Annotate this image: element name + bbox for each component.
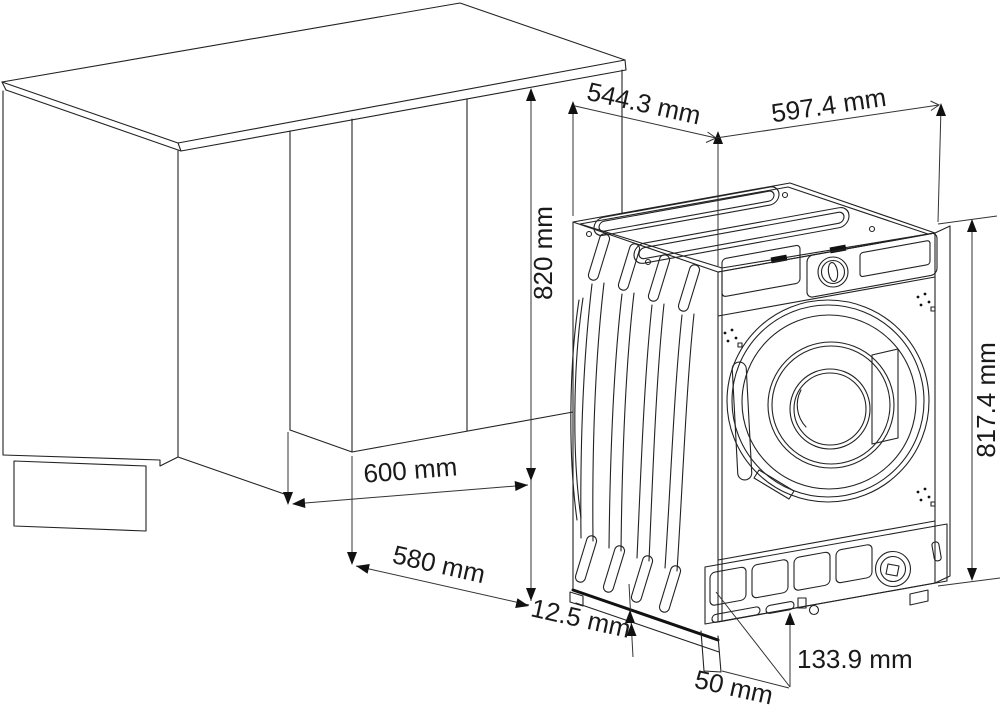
dimension-depth-600: 600 mm	[283, 432, 529, 508]
dim-label-820: 820 mm	[528, 206, 558, 300]
cabinet-middle-section	[177, 98, 468, 497]
niche-opening	[289, 69, 623, 453]
machine-top	[572, 182, 936, 273]
top-screw-icon	[644, 258, 652, 266]
drain-hose-slot	[711, 597, 820, 623]
vent-dots-icon	[723, 328, 743, 348]
top-screw-icon	[585, 230, 593, 238]
dim-label-50: 50 mm	[692, 664, 776, 705]
washing-machine	[569, 182, 951, 673]
machine-front	[717, 225, 951, 623]
machine-foot	[909, 589, 929, 606]
vent-dots-icon	[916, 487, 936, 507]
dimension-niche-height-820: 820 mm	[526, 88, 558, 601]
vent-dots-icon	[916, 292, 936, 312]
dimension-height-817: 817.4 mm	[937, 215, 1000, 587]
machine-plinth	[700, 520, 948, 673]
countertop	[1, 2, 627, 152]
mounting-tab-icon	[770, 254, 788, 264]
dim-label-544-3: 544.3 mm	[584, 76, 703, 130]
cabinet-end-panel	[2, 90, 179, 467]
door-porthole[interactable]	[726, 299, 930, 503]
cabinet-plinth	[13, 460, 147, 532]
dim-label-12-5: 12.5 mm	[528, 593, 633, 644]
machine-side-ribs	[569, 221, 720, 653]
control-panel	[806, 232, 938, 298]
dimension-plinth-133-9: 133.9 mm	[715, 591, 913, 688]
dimension-foot-50: 50 mm	[692, 664, 790, 705]
top-screw-icon	[781, 191, 789, 199]
door-handle[interactable]	[731, 361, 753, 481]
dim-label-580: 580 mm	[390, 539, 488, 589]
dim-label-600: 600 mm	[362, 451, 458, 488]
dim-label-817-4: 817.4 mm	[971, 342, 1000, 458]
transit-channel-front	[633, 207, 850, 264]
pump-filter-cover[interactable]	[874, 550, 912, 588]
dimension-gap-12-5: 12.5 mm	[528, 583, 637, 658]
dim-label-133-9: 133.9 mm	[797, 644, 913, 674]
plinth-side-slot	[931, 541, 942, 562]
detergent-drawer[interactable]	[721, 244, 801, 297]
display-window	[859, 240, 931, 278]
transit-channel-back	[593, 186, 780, 237]
machine-foot	[700, 630, 722, 673]
top-screw-icon	[868, 225, 876, 233]
program-knob[interactable]	[817, 256, 849, 288]
kitchen-cabinet	[1, 2, 627, 532]
